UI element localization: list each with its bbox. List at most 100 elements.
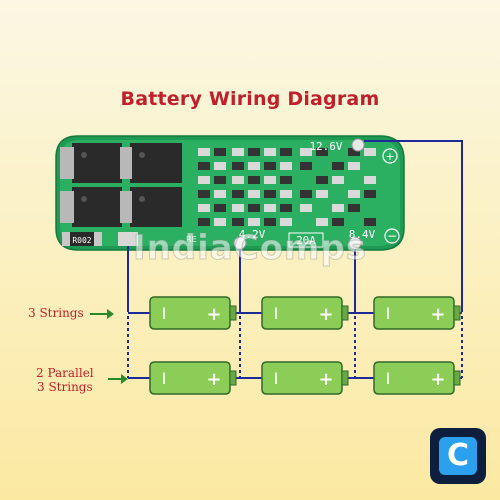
smd-part — [280, 176, 292, 184]
smd-part — [198, 190, 210, 198]
parallel-links — [127, 316, 463, 378]
smd-part — [248, 190, 260, 198]
battery-cell: I+ — [373, 296, 461, 330]
smd-part — [198, 204, 210, 212]
smd-part — [332, 218, 344, 226]
smd-part — [300, 204, 312, 212]
diagram-title: Battery Wiring Diagram — [120, 88, 380, 110]
smd-part — [264, 148, 276, 156]
smd-part — [214, 218, 226, 226]
smd-part — [232, 148, 244, 156]
smd-part — [232, 218, 244, 226]
smd-part — [364, 218, 376, 226]
smd-part — [348, 190, 360, 198]
smd-part — [316, 176, 328, 184]
row-label-line1: 2 Parallel — [36, 366, 94, 380]
smd-part — [214, 148, 226, 156]
bms-board: R002 RE 12.6V 4.2V 8.4V 20A + − — [55, 135, 405, 251]
smd-part — [264, 218, 276, 226]
smd-part — [232, 204, 244, 212]
smd-part — [198, 162, 210, 170]
row-label-line2: 3 Strings — [37, 380, 93, 394]
arrow-icon — [90, 309, 114, 319]
smd-part — [280, 204, 292, 212]
negative-terminal: I — [386, 304, 391, 323]
label-8-4v: 8.4V — [349, 228, 376, 241]
smd-part — [280, 148, 292, 156]
smd-part — [316, 148, 328, 156]
smd-part — [248, 162, 260, 170]
positive-terminal: + — [206, 304, 221, 325]
smd-part — [300, 148, 312, 156]
smd-part — [364, 190, 376, 198]
minus-symbol: − — [387, 229, 397, 243]
smd-part — [248, 204, 260, 212]
smd-part — [248, 218, 260, 226]
smd-part — [248, 176, 260, 184]
resistor-label: R002 — [72, 236, 91, 245]
smd-components — [198, 148, 376, 226]
positive-terminal: + — [430, 369, 445, 390]
smd-part — [332, 176, 344, 184]
battery-cell: I+ — [149, 296, 237, 330]
row-label-2-parallel: 2 Parallel 3 Strings — [36, 366, 94, 394]
row-label-3-strings: 3 Strings — [28, 306, 84, 320]
smd-part — [248, 148, 260, 156]
smd-part — [316, 190, 328, 198]
smd-part — [214, 176, 226, 184]
label-12-6v: 12.6V — [309, 140, 342, 153]
smd-part — [232, 190, 244, 198]
smd-part — [264, 190, 276, 198]
smd-part — [280, 218, 292, 226]
smd-part — [198, 176, 210, 184]
plus-symbol: + — [385, 150, 394, 163]
shunt-resistor: R002 — [62, 232, 102, 246]
smd-part — [300, 162, 312, 170]
smd-part — [364, 148, 376, 156]
negative-terminal: I — [274, 304, 279, 323]
smd-part — [264, 204, 276, 212]
mosfet-chips — [60, 143, 182, 227]
smd-part — [316, 218, 328, 226]
positive-terminal: + — [430, 304, 445, 325]
smd-part — [214, 162, 226, 170]
smd-part — [348, 204, 360, 212]
positive-terminal: + — [318, 369, 333, 390]
wires — [127, 140, 463, 312]
positive-terminal: + — [318, 304, 333, 325]
label-20a: 20A — [296, 234, 316, 247]
battery-cell: I+ — [149, 361, 237, 395]
smd-part — [264, 162, 276, 170]
smd-part — [280, 162, 292, 170]
negative-terminal: I — [162, 304, 167, 323]
logo-c-icon: C — [439, 437, 477, 475]
battery-cell: I+ — [373, 361, 461, 395]
negative-terminal: I — [386, 369, 391, 388]
smd-part — [214, 190, 226, 198]
solder-pads — [118, 138, 365, 250]
re-label: RE — [186, 235, 197, 244]
label-4-2v: 4.2V — [239, 228, 266, 241]
smd-part — [332, 204, 344, 212]
smd-part — [232, 176, 244, 184]
battery-cell: I+ — [261, 296, 349, 330]
smd-part — [264, 176, 276, 184]
negative-terminal: I — [274, 369, 279, 388]
smd-part — [348, 148, 360, 156]
smd-part — [232, 162, 244, 170]
smd-part — [198, 218, 210, 226]
smd-part — [280, 190, 292, 198]
smd-part — [348, 162, 360, 170]
battery-cells: I+I+I+I+I+I+ — [128, 296, 462, 395]
brand-logo: C — [430, 428, 486, 484]
arrow-icon — [108, 374, 128, 384]
smd-part — [214, 204, 226, 212]
smd-part — [364, 176, 376, 184]
smd-part — [300, 190, 312, 198]
negative-terminal: I — [162, 369, 167, 388]
battery-cell: I+ — [261, 361, 349, 395]
positive-terminal: + — [206, 369, 221, 390]
smd-part — [332, 162, 344, 170]
smd-part — [198, 148, 210, 156]
